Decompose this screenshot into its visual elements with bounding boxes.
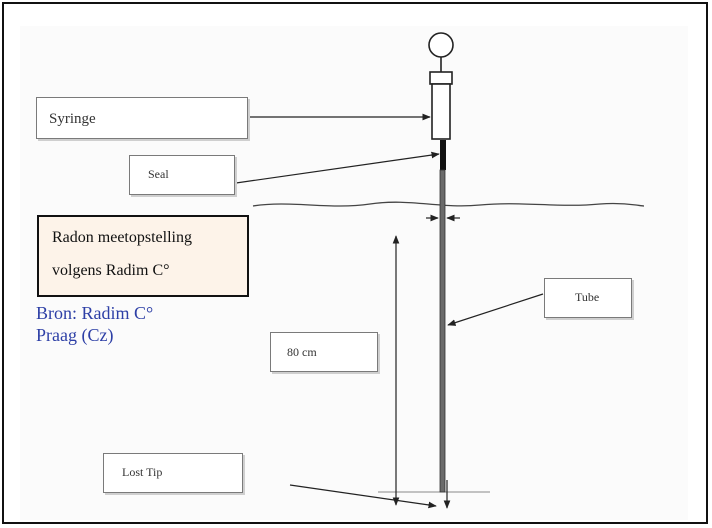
- seal: [440, 140, 446, 170]
- caption-line-1: Radon meetopstelling: [52, 229, 192, 246]
- caption-line-2: volgens Radim C°: [52, 262, 170, 279]
- lost-tip-label-text: Lost Tip: [122, 465, 163, 479]
- source-note: Bron: Radim C° Praag (Cz): [36, 302, 153, 346]
- syringe-barrel: [431, 83, 451, 140]
- caption-box: Radon meetopstelling volgens Radim C°: [37, 215, 249, 297]
- lost-tip-pointer-arrow: [289, 484, 437, 509]
- plunger-knob: [428, 32, 454, 58]
- seal-pointer-arrow: [235, 151, 440, 184]
- ground-surface-line: [252, 201, 645, 207]
- syringe-label-text: Syringe: [49, 111, 96, 127]
- depth-label-text: 80 cm: [287, 345, 317, 359]
- tube-label-text: Tube: [575, 290, 600, 304]
- tube-label: Tube: [544, 278, 632, 318]
- source-line-1: Bron: Radim C°: [36, 303, 154, 323]
- depth-label: 80 cm: [270, 332, 378, 372]
- seal-label: Seal: [129, 155, 235, 195]
- seal-label-text: Seal: [148, 167, 169, 181]
- tube: [439, 169, 446, 493]
- plunger-head: [429, 71, 453, 85]
- tube-pointer-arrow: [447, 293, 544, 326]
- lost-tip-label: Lost Tip: [103, 453, 243, 493]
- source-line-2: Praag (Cz): [36, 325, 114, 345]
- syringe-label: Syringe: [36, 97, 248, 139]
